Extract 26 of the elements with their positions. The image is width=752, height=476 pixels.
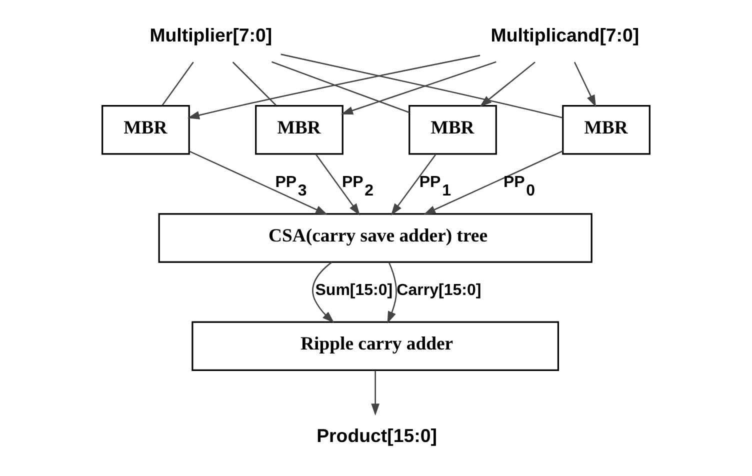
edge-label: Carry[15:0] xyxy=(396,282,482,299)
node-text: Product[15:0] xyxy=(316,424,437,446)
arrow xyxy=(315,154,360,216)
arrow xyxy=(387,262,397,324)
connector xyxy=(280,54,563,118)
node-box: MBR xyxy=(562,105,650,155)
node-text: Multiplier[7:0] xyxy=(150,24,272,46)
node-text: Multiplicand[7:0] xyxy=(490,24,640,46)
node-box: MBR xyxy=(255,105,344,155)
arrow xyxy=(187,54,480,120)
arrow xyxy=(574,62,596,108)
node-box: MBR xyxy=(102,105,190,155)
connector xyxy=(232,62,276,106)
node-box: MBR xyxy=(408,105,497,155)
edge-label: Sum[15:0] xyxy=(315,282,393,299)
arrow xyxy=(424,150,564,215)
arrow xyxy=(189,150,328,215)
arrow xyxy=(390,154,436,216)
connector xyxy=(162,62,194,106)
node-box: CSA(carry save adder) tree xyxy=(158,213,592,263)
arrow xyxy=(340,61,496,115)
arrow xyxy=(371,370,380,416)
arrow xyxy=(480,62,536,107)
connector xyxy=(272,61,410,114)
arrow xyxy=(312,262,334,323)
node-box: Ripple carry adder xyxy=(192,321,560,371)
